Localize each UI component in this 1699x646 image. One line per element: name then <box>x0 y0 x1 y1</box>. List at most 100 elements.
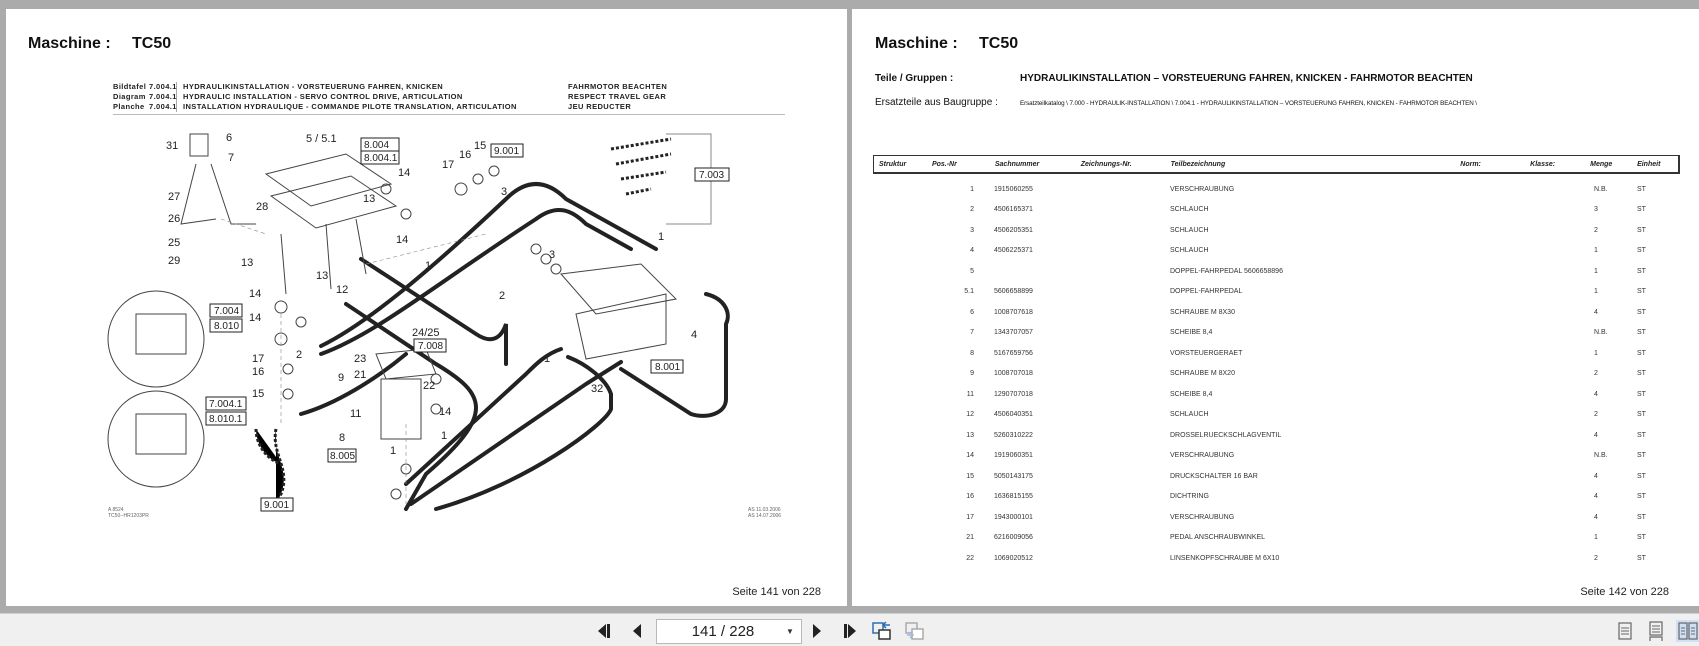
cell-pos-nr: 2 <box>970 206 974 214</box>
cell-teilbezeichnung: SCHRAUBE M 8X30 <box>1170 308 1235 316</box>
single-page-view-button[interactable] <box>1614 620 1636 642</box>
cell-einheit: ST <box>1637 185 1646 193</box>
page-number-left: Seite 141 von 228 <box>732 586 821 598</box>
machine-heading: Maschine : TC50 <box>28 35 171 53</box>
continuous-view-icon <box>1649 621 1663 641</box>
cell-teilbezeichnung: DROSSELRUECKSCHLAGVENTIL <box>1170 431 1282 439</box>
cell-einheit: ST <box>1637 226 1646 234</box>
cell-menge: 2 <box>1594 411 1598 419</box>
svg-text:8.005: 8.005 <box>330 451 355 462</box>
next-page-button[interactable] <box>806 620 828 642</box>
last-page-button[interactable] <box>838 620 860 642</box>
cell-einheit: ST <box>1637 267 1646 275</box>
cell-teilbezeichnung: SCHLAUCH <box>1170 226 1209 234</box>
header-note: FAHRMOTOR BEACHTEN <box>568 82 668 91</box>
cell-teilbezeichnung: VORSTEUERGERAET <box>1170 349 1243 357</box>
cell-menge: 4 <box>1594 472 1598 480</box>
machine-label: Maschine : <box>28 35 111 52</box>
parts-table: Struktur Pos.-Nr Sachnummer Zeichnungs-N… <box>873 155 1680 569</box>
previous-page-button[interactable] <box>626 620 648 642</box>
svg-text:17: 17 <box>252 353 264 365</box>
svg-text:32: 32 <box>591 383 603 395</box>
cell-sachnummer: 6216009056 <box>994 534 1033 542</box>
next-page-icon <box>813 624 821 638</box>
cell-einheit: ST <box>1637 513 1646 521</box>
svg-text:15: 15 <box>252 388 264 400</box>
cell-menge: 1 <box>1594 534 1598 542</box>
cell-pos-nr: 12 <box>966 411 974 419</box>
cell-pos-nr: 9 <box>970 370 974 378</box>
cell-sachnummer: 1343707057 <box>994 329 1033 337</box>
header-title: HYDRAULIC INSTALLATION - SERVO CONTROL D… <box>183 92 463 101</box>
cell-sachnummer: 5050143175 <box>994 472 1033 480</box>
svg-text:8.010: 8.010 <box>214 321 239 332</box>
cell-menge: 2 <box>1594 226 1598 234</box>
cell-pos-nr: 5 <box>970 267 974 275</box>
diagram-header: Bildtafel 7.004.1 HYDRAULIKINSTALLATION … <box>113 82 785 115</box>
col-header-einheit: Einheit <box>1637 160 1661 168</box>
cell-einheit: ST <box>1637 308 1646 316</box>
continuous-view-button[interactable] <box>1645 620 1667 642</box>
previous-view-icon <box>872 621 891 640</box>
cell-einheit: ST <box>1637 390 1646 398</box>
cell-sachnummer: 4506040351 <box>994 411 1033 419</box>
page-number-value: 141 / 228 <box>691 623 755 640</box>
cell-einheit: ST <box>1637 431 1646 439</box>
svg-text:14: 14 <box>439 406 451 418</box>
col-header-teilbezeichnung: Teilbezeichnung <box>1170 160 1226 168</box>
cell-pos-nr: 16 <box>966 493 974 501</box>
cell-einheit: ST <box>1637 452 1646 460</box>
svg-text:3: 3 <box>549 249 555 261</box>
svg-text:31: 31 <box>166 140 178 152</box>
svg-text:1: 1 <box>658 231 664 243</box>
cell-menge: 3 <box>1594 206 1598 214</box>
navigation-toolbar: 141 / 228 ▼ <box>0 613 1699 646</box>
hydraulic-exploded-diagram: 31 6 5 / 5.1 7 27 28 26 25 29 13 13 13 1… <box>106 124 796 574</box>
assembly-path-label: Ersatzteile aus Baugruppe : <box>875 97 998 108</box>
next-view-button[interactable] <box>904 620 926 642</box>
col-header-struktur: Struktur <box>879 160 907 168</box>
cell-sachnummer: 1943000101 <box>994 513 1033 521</box>
cell-sachnummer: 1069020512 <box>994 554 1033 562</box>
previous-page-icon <box>633 624 641 638</box>
machine-value: TC50 <box>132 35 172 52</box>
svg-text:3: 3 <box>501 186 507 198</box>
svg-text:TC50--HR1203PR: TC50--HR1203PR <box>108 513 149 519</box>
cell-pos-nr: 5.1 <box>964 288 974 296</box>
header-note: JEU REDUCTER <box>568 102 632 111</box>
svg-text:25: 25 <box>168 237 180 249</box>
page-141: Maschine : TC50 Bildtafel 7.004.1 HYDRAUL… <box>6 9 847 606</box>
svg-text:8: 8 <box>339 432 345 444</box>
cell-teilbezeichnung: SCHLAUCH <box>1170 411 1209 419</box>
cell-einheit: ST <box>1637 349 1646 357</box>
col-header-klasse: Klasse: <box>1530 160 1556 168</box>
previous-view-button[interactable] <box>871 620 893 642</box>
cell-einheit: ST <box>1637 472 1646 480</box>
col-header-sachnummer: Sachnummer <box>994 160 1040 168</box>
svg-text:14: 14 <box>396 234 408 246</box>
svg-text:8.010.1: 8.010.1 <box>209 414 243 425</box>
svg-text:13: 13 <box>363 193 375 205</box>
cell-teilbezeichnung: SCHEIBE 8,4 <box>1170 390 1213 398</box>
svg-text:26: 26 <box>168 213 180 225</box>
header-code: 7.004.1 <box>149 102 177 112</box>
cell-pos-nr: 3 <box>970 226 974 234</box>
page-number-select[interactable]: 141 / 228 ▼ <box>656 619 802 644</box>
cell-menge: N.B. <box>1594 452 1608 460</box>
assembly-path-value: Ersatzteilkatalog \ 7.000 - HYDRAULIK-IN… <box>1020 100 1477 107</box>
machine-value: TC50 <box>979 35 1019 52</box>
cell-pos-nr: 8 <box>970 349 974 357</box>
facing-pages-view-button[interactable] <box>1676 620 1699 642</box>
svg-text:14: 14 <box>249 312 261 324</box>
svg-text:7.003: 7.003 <box>699 170 724 181</box>
first-page-button[interactable] <box>595 620 617 642</box>
svg-text:2: 2 <box>296 349 302 361</box>
cell-einheit: ST <box>1637 206 1646 214</box>
col-header-menge: Menge <box>1590 160 1613 168</box>
cell-pos-nr: 15 <box>966 472 974 480</box>
cell-pos-nr: 22 <box>966 554 974 562</box>
